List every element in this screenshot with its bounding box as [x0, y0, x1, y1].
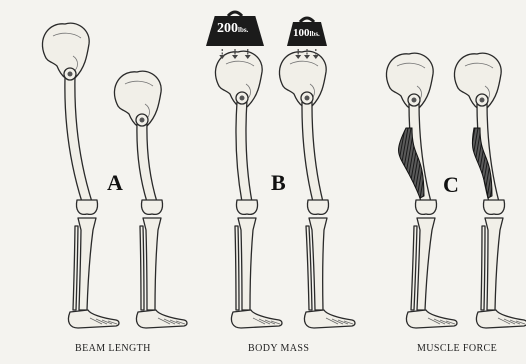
knee-condyles	[141, 200, 162, 214]
weight-unit: lbs.	[238, 26, 248, 34]
caption-muscle-force: MUSCLE FORCE	[417, 343, 497, 354]
weight-label-100: 100lbs.	[293, 27, 320, 39]
foot	[304, 310, 355, 328]
caption-body-mass: BODY MASS	[248, 343, 309, 354]
panel-letter-a: A	[107, 170, 123, 196]
leg-b-light	[279, 51, 355, 328]
tibia	[143, 218, 161, 310]
knee-condyles	[483, 200, 504, 214]
tibia	[485, 218, 503, 310]
femur	[302, 100, 323, 202]
foot	[406, 310, 457, 328]
knee-condyles	[76, 200, 97, 214]
tibia	[417, 218, 435, 310]
weight-handle	[228, 12, 242, 16]
foot	[231, 310, 282, 328]
knee-condyles	[307, 200, 328, 214]
foot	[68, 310, 119, 328]
foot	[136, 310, 187, 328]
leg-c-weak	[454, 53, 526, 328]
weight-label-200: 200lbs.	[217, 21, 248, 37]
knee-condyles	[236, 200, 257, 214]
fibula	[481, 226, 485, 310]
hip-joint	[140, 118, 145, 123]
fibula	[306, 226, 312, 310]
hip-joint	[305, 96, 310, 101]
knee-condyles	[415, 200, 436, 214]
hip-joint	[68, 72, 73, 77]
fibula	[411, 226, 417, 310]
panel-letter-b: B	[271, 170, 286, 196]
weight-value: 200	[217, 21, 238, 36]
leg-a-short	[114, 71, 187, 328]
weight-unit: lbs.	[310, 30, 320, 38]
hip-joint	[412, 98, 417, 103]
hip-joint	[480, 98, 485, 103]
fibula	[73, 226, 78, 310]
weight-value: 100	[293, 27, 310, 39]
femur	[137, 122, 157, 202]
weight-handle	[300, 18, 314, 22]
caption-beam-length: BEAM LENGTH	[75, 343, 151, 354]
tibia	[78, 218, 96, 310]
foot	[476, 310, 526, 328]
femur	[236, 100, 252, 202]
fibula	[140, 226, 144, 310]
tibia	[238, 218, 256, 310]
femur	[65, 76, 92, 202]
fibula	[235, 226, 239, 310]
panel-letter-c: C	[443, 172, 459, 198]
hip-joint	[240, 96, 245, 101]
